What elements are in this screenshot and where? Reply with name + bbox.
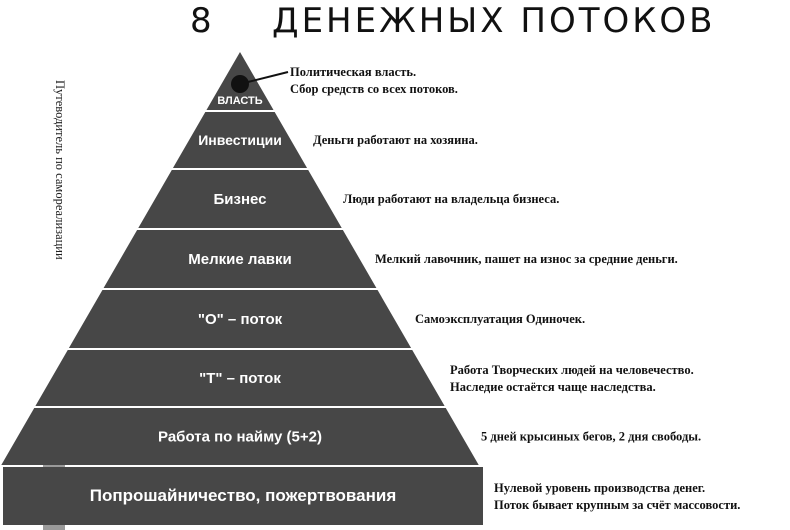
level-description: Политическая власть.	[290, 65, 416, 79]
level-description: Мелкий лавочник, пашет на износ за средн…	[375, 252, 678, 266]
level-description: Наследие остаётся чаще наследства.	[450, 380, 656, 394]
level-label: Мелкие лавки	[188, 251, 291, 268]
level-label: Работа по найму (5+2)	[158, 429, 322, 446]
pyramid-level-7	[1, 408, 479, 465]
pyramid-level-8	[3, 467, 483, 525]
level-description: 5 дней крысиных бегов, 2 дня свободы.	[481, 430, 701, 444]
level-description: Люди работают на владельца бизнеса.	[343, 192, 559, 206]
pyramid-level-6	[35, 350, 445, 406]
pyramid-level-3	[138, 170, 342, 228]
pyramid-level-5	[68, 290, 412, 348]
level-label: Попрошайничество, пожертвования	[90, 486, 397, 505]
pyramid-level-2	[172, 112, 308, 168]
page-title: ДЕНЕЖНЫХ ПОТОКОВ	[272, 1, 715, 41]
title-number: 8	[190, 1, 215, 41]
level-label: "Т" – поток	[199, 370, 281, 387]
level-description: Поток бывает крупным за счёт массовости.	[494, 498, 740, 512]
level-label: Инвестиции	[198, 132, 282, 148]
level-label: ВЛАСТЬ	[217, 95, 262, 107]
level-description: Сбор средств со всех потоков.	[290, 82, 458, 96]
power-dot-icon	[231, 75, 249, 93]
level-description: Деньги работают на хозяина.	[313, 133, 478, 147]
pyramid-level-4	[103, 230, 377, 288]
level-label: Бизнес	[213, 191, 266, 208]
level-description: Нулевой уровень производства денег.	[494, 481, 705, 495]
side-caption: Путеводитель по самореализации	[53, 80, 67, 260]
level-description: Самоэксплуатация Одиночек.	[415, 312, 585, 326]
level-description: Работа Творческих людей на человечество.	[450, 363, 694, 377]
level-label: "О" – поток	[198, 311, 283, 328]
